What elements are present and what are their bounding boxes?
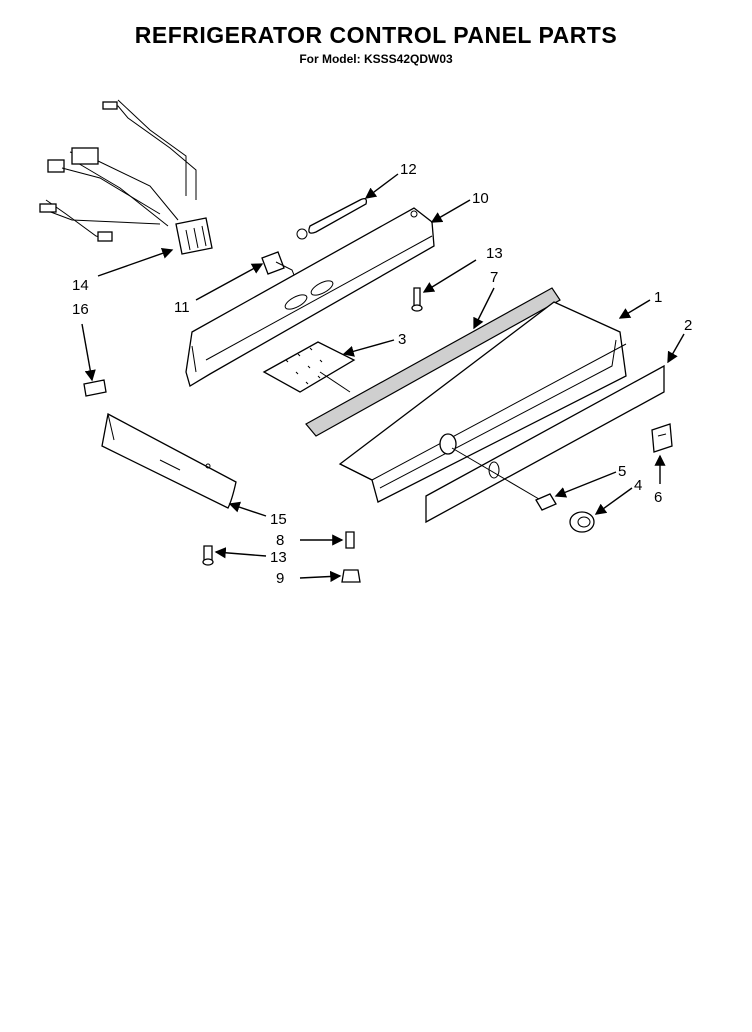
small-clip-part [83,379,107,397]
callout-label-13-upper: 13 [486,245,503,262]
callout-1: 1 [618,289,662,319]
callout-11: 11 [174,263,264,316]
callout-label-12: 12 [400,161,417,178]
callout-label-6: 6 [654,489,662,506]
trim-panel-part [425,364,665,524]
callout-label-4: 4 [634,477,642,494]
callout-6: 6 [654,454,666,506]
callout-label-8: 8 [276,532,284,549]
screw-part-upper [411,287,423,312]
callout-2: 2 [667,317,692,364]
callout-label-10: 10 [472,190,489,207]
callout-16: 16 [72,301,96,382]
control-bracket-part [185,207,435,387]
callout-label-9: 9 [276,570,284,587]
callout-8: 8 [276,532,344,549]
model-subtitle: For Model: KSSS42QDW03 [299,52,453,66]
callout-label-5: 5 [618,463,626,480]
screw-part-lower [202,545,214,566]
knob-part [569,511,595,533]
lower-cover-part [101,413,237,509]
callout-12: 12 [364,161,417,199]
sensor-part [296,198,368,240]
callout-label-1: 1 [654,289,662,306]
callout-label-16: 16 [72,301,89,318]
callout-3: 3 [342,331,406,357]
callout-14: 14 [72,247,174,294]
wire-harness-part [39,99,213,255]
diagram-title: REFRIGERATOR CONTROL PANEL PARTS [134,22,618,48]
callout-4: 4 [594,477,642,515]
leveling-foot-part [341,569,361,583]
shaft-part [451,447,557,511]
callout-label-13-lower: 13 [270,549,287,566]
callout-13-lower: 13 [214,547,287,566]
control-board-part [262,341,356,393]
switch-part [651,423,673,453]
callout-7: 7 [473,269,498,330]
callout-label-2: 2 [684,317,692,334]
gasket-strip-part [305,287,561,437]
callout-label-15: 15 [270,511,287,528]
callout-label-3: 3 [398,331,406,348]
callout-5: 5 [554,463,626,498]
leveling-screw-part [345,531,355,549]
callout-13-upper: 13 [422,245,503,293]
control-housing-part [338,301,627,503]
callout-10: 10 [430,190,489,223]
callout-label-14: 14 [72,277,89,294]
callout-9: 9 [276,570,342,587]
callout-label-7: 7 [490,269,498,286]
clip-part [261,251,297,281]
callout-label-11: 11 [174,299,190,316]
callout-15: 15 [228,501,287,528]
